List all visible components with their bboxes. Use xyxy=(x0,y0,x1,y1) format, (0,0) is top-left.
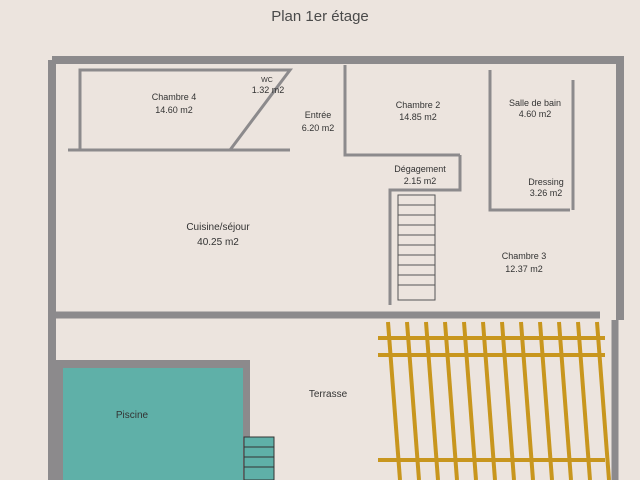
pergola-rafter xyxy=(462,321,478,480)
room-name: Salle de bain xyxy=(509,98,561,108)
room-area: 2.15 m2 xyxy=(404,176,437,186)
room-area: 14.85 m2 xyxy=(399,112,437,122)
room-area: 3.26 m2 xyxy=(530,188,563,198)
room-area: 1.32 m2 xyxy=(252,85,285,95)
pool-steps xyxy=(243,436,275,480)
pergola-rafter xyxy=(386,321,402,480)
room-name: Dégagement xyxy=(394,164,446,174)
staircase xyxy=(397,194,436,301)
pergola-rafter xyxy=(576,321,592,480)
room-name: Chambre 3 xyxy=(502,251,547,261)
room-name: Dressing xyxy=(528,177,564,187)
room-area: 14.60 m2 xyxy=(155,105,193,115)
room-area: 4.60 m2 xyxy=(519,109,552,119)
room-area: 40.25 m2 xyxy=(197,237,239,248)
pergola-rafter xyxy=(405,321,421,480)
room-name: Chambre 4 xyxy=(152,92,197,102)
pergola-rafter xyxy=(481,321,497,480)
room-name: WC xyxy=(261,77,273,84)
pergola-rafter xyxy=(538,321,554,480)
room-name: Cuisine/séjour xyxy=(186,222,250,233)
room-name: Chambre 2 xyxy=(396,100,441,110)
room-name: Terrasse xyxy=(309,389,348,400)
pool xyxy=(63,368,243,480)
pergola-rafter xyxy=(595,321,611,480)
walls xyxy=(48,56,624,480)
pergola-rafter xyxy=(519,321,535,480)
room-name: Entrée xyxy=(305,110,332,120)
pergola xyxy=(378,321,611,480)
pergola-rafter xyxy=(500,321,516,480)
pergola-rafter xyxy=(443,321,459,480)
pergola-rafter xyxy=(557,321,573,480)
room-name: Piscine xyxy=(116,410,149,421)
plan-title: Plan 1er étage xyxy=(271,8,369,25)
pergola-rafter xyxy=(424,321,440,480)
room-area: 12.37 m2 xyxy=(505,264,543,274)
room-area: 6.20 m2 xyxy=(302,123,335,133)
